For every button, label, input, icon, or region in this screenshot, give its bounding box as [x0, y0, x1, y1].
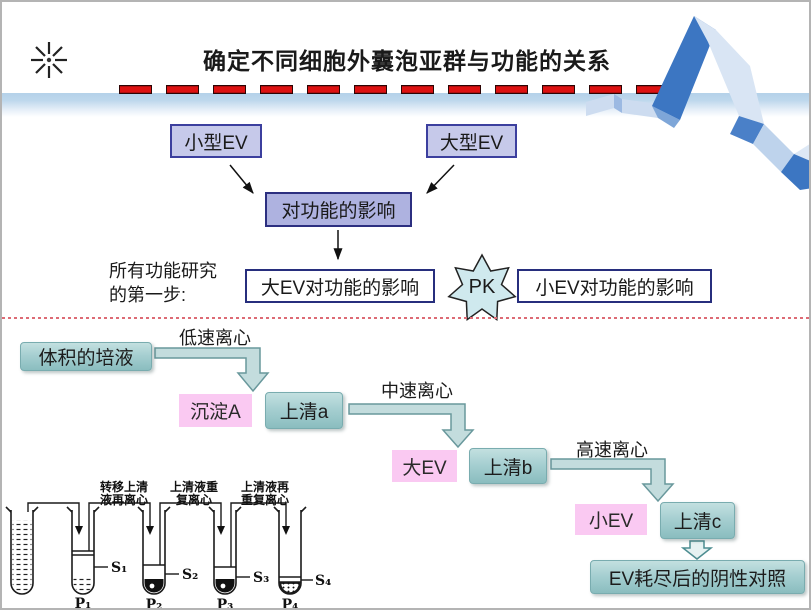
- label-s4: S₄: [315, 573, 331, 589]
- box-negative-control: EV耗尽后的阴性对照: [590, 560, 805, 594]
- label-p2: P₂: [146, 597, 163, 610]
- arrow-large-ev-to-effect: [426, 164, 455, 194]
- down-arrow-negative-control: [680, 540, 714, 560]
- label-p3: P₃: [217, 597, 234, 610]
- label-p4: P₄: [282, 597, 299, 610]
- box-small-ev-effect: 小EV对功能的影响: [517, 269, 712, 303]
- figure-step3-line1: 上清液再: [241, 479, 289, 494]
- figure-step1-line1: 转移上清: [100, 479, 148, 494]
- box-small-ev: 小型EV: [170, 124, 262, 158]
- note-first-step: 所有功能研究 的第一步:: [109, 259, 249, 307]
- elbow-arrow-low-speed: [154, 347, 270, 393]
- label-low-speed: 低速离心: [179, 328, 251, 348]
- figure-step2-line2: 复离心: [175, 492, 212, 507]
- pink-dotted-divider: [2, 317, 809, 319]
- arrow-small-ev-to-effect: [229, 164, 254, 194]
- label-s2: S₂: [182, 567, 198, 583]
- label-s3: S₃: [253, 570, 269, 586]
- box-effect-on-function: 对功能的影响: [265, 192, 412, 227]
- pk-star: [447, 253, 517, 322]
- box-supernatant-c: 上清c: [660, 502, 735, 539]
- box-large-ev-effect: 大EV对功能的影响: [245, 269, 435, 303]
- box-pellet-a: 沉淀A: [179, 394, 252, 427]
- figure-step1-line2: 液再离心: [100, 492, 148, 507]
- label-mid-speed: 中速离心: [381, 381, 453, 401]
- box-large-ev: 大型EV: [426, 124, 517, 158]
- asterisk-icon: [31, 42, 67, 78]
- box-supernatant-a: 上清a: [265, 392, 343, 429]
- ribbon-decoration: [586, 16, 809, 190]
- box-large-ev-result: 大EV: [392, 450, 457, 482]
- note-line1: 所有功能研究: [109, 261, 217, 281]
- page-title: 确定不同细胞外囊泡亚群与功能的关系: [203, 48, 611, 74]
- note-line2: 的第一步:: [109, 285, 187, 305]
- box-small-ev-result: 小EV: [575, 504, 647, 535]
- label-s1: S₁: [111, 560, 127, 576]
- centrifugation-figure: 转移上清 液再离心 上清液重 复离心 上清液再 重复离心 S₁ S₂ S₃ S₄…: [5, 479, 331, 610]
- label-high-speed: 高速离心: [576, 440, 648, 460]
- elbow-arrow-high-speed: [550, 458, 675, 503]
- label-p1: P₁: [75, 596, 92, 610]
- box-culture-medium: 体积的培液: [20, 342, 152, 371]
- pk-label: PK: [468, 276, 496, 298]
- figure-step3-line2: 重复离心: [241, 492, 289, 507]
- box-supernatant-b: 上清b: [469, 448, 547, 484]
- figure-step2-line1: 上清液重: [170, 479, 218, 494]
- elbow-arrow-mid-speed: [348, 403, 475, 449]
